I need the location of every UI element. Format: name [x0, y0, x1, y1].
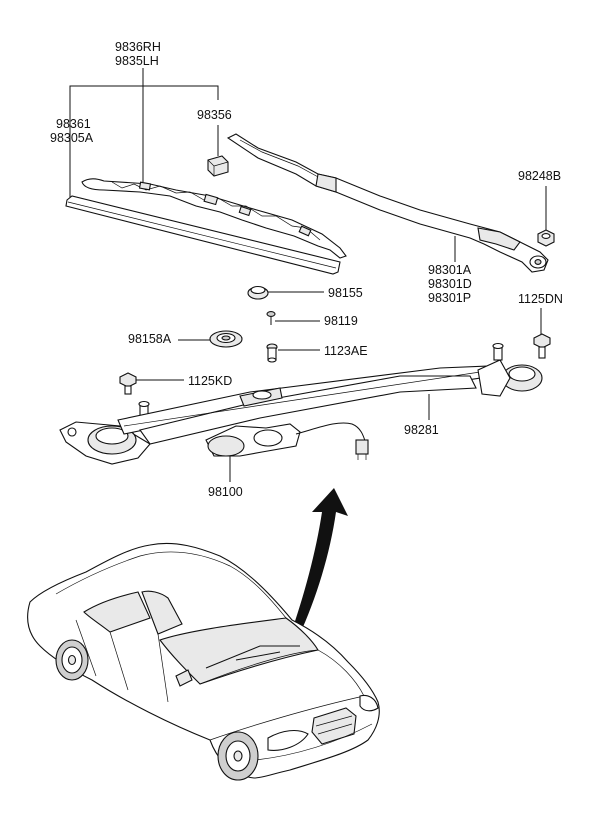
blade-adapter	[207, 155, 229, 177]
label-98301p: 98301P	[428, 291, 471, 305]
bolt-1123ae	[266, 343, 278, 363]
label-98305a: 98305A	[50, 131, 94, 145]
label-98281: 98281	[404, 423, 439, 437]
label-9835lh: 9835LH	[115, 54, 159, 68]
bolt-1125kd	[119, 372, 137, 395]
label-98361: 98361	[56, 117, 91, 131]
label-98248b: 98248B	[518, 169, 561, 183]
label-98301a: 98301A	[428, 263, 472, 277]
label-98356: 98356	[197, 108, 232, 122]
wiper-motor	[205, 422, 369, 460]
wiper-blade	[65, 178, 347, 275]
car-illustration	[27, 542, 380, 781]
screw	[266, 311, 276, 325]
label-98119: 98119	[324, 314, 358, 328]
label-98155: 98155	[328, 286, 363, 300]
leader-lines	[69, 68, 547, 482]
arm-nut	[537, 229, 555, 247]
label-98100: 98100	[208, 485, 243, 499]
grommet	[209, 330, 243, 348]
location-arrow	[290, 488, 348, 638]
label-98158a: 98158A	[128, 332, 172, 346]
label-1125dn: 1125DN	[518, 292, 563, 306]
label-98301d: 98301D	[428, 277, 472, 291]
bolt-1125dn	[533, 333, 551, 359]
label-1123ae: 1123AE	[324, 344, 368, 358]
label-9836rh: 9836RH	[115, 40, 161, 54]
pivot-cap	[247, 285, 269, 300]
wiper-linkage	[59, 342, 543, 465]
wiper-arm	[226, 133, 549, 273]
label-1125kd: 1125KD	[188, 374, 232, 388]
